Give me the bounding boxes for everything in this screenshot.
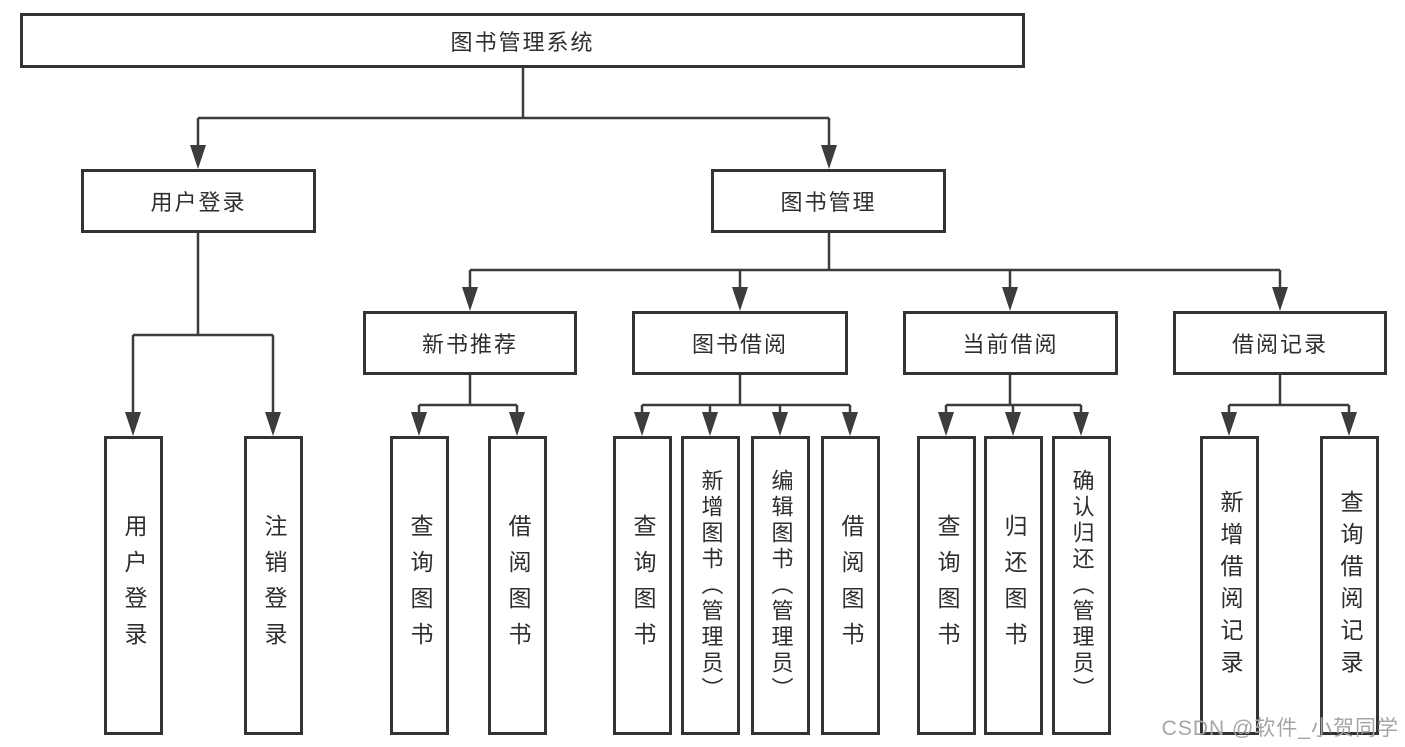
node-new-book-rec-label: 新书推荐 [421, 332, 518, 357]
leaf-confirm-return-admin: 确认归还（管理员） [1052, 436, 1111, 735]
leaf-label: 借阅图书 [505, 513, 531, 658]
node-current-borrow-label: 当前借阅 [962, 332, 1059, 357]
leaf-logout: 注销登录 [244, 436, 303, 735]
leaf-borrow-books-1: 借阅图书 [488, 436, 547, 735]
node-book-borrow: 图书借阅 [632, 311, 848, 375]
leaf-query-books-3: 查询图书 [917, 436, 976, 735]
connector-book-borrow-children [640, 375, 852, 414]
leaf-user-login: 用户登录 [104, 436, 163, 735]
leaf-label: 查询借阅记录 [1337, 489, 1363, 682]
arrow-down-icon [938, 412, 954, 436]
node-user-login: 用户登录 [81, 169, 316, 233]
node-root-label: 图书管理系统 [450, 29, 595, 55]
leaf-label: 编辑图书（管理员） [768, 468, 794, 703]
node-borrow-record-label: 借阅记录 [1231, 332, 1328, 357]
arrow-down-icon [732, 287, 748, 311]
connector-root-to-level2 [196, 68, 831, 147]
leaf-query-borrow-record: 查询借阅记录 [1320, 436, 1379, 735]
leaf-label: 查询图书 [407, 513, 433, 658]
leaf-return-books: 归还图书 [984, 436, 1043, 735]
node-current-borrow: 当前借阅 [903, 311, 1118, 375]
arrow-down-icon [1221, 412, 1237, 436]
node-book-mgmt: 图书管理 [711, 169, 946, 233]
node-book-mgmt-label: 图书管理 [780, 190, 877, 215]
connector-book-mgmt-children [468, 233, 1282, 289]
leaf-borrow-books-2: 借阅图书 [821, 436, 880, 735]
leaf-add-borrow-record: 新增借阅记录 [1200, 436, 1259, 735]
node-user-login-label: 用户登录 [150, 190, 247, 215]
arrow-down-icon [125, 412, 141, 436]
leaf-label: 借阅图书 [838, 513, 864, 658]
leaf-label: 归还图书 [1001, 513, 1027, 658]
leaf-query-books-1: 查询图书 [390, 436, 449, 735]
connector-current-borrow-children [944, 375, 1083, 414]
leaf-label: 确认归还（管理员） [1069, 468, 1095, 703]
arrow-down-icon [411, 412, 427, 436]
arrow-down-icon [772, 412, 788, 436]
arrow-down-icon [842, 412, 858, 436]
arrow-down-icon [1002, 287, 1018, 311]
arrow-down-icon [702, 412, 718, 436]
node-new-book-rec: 新书推荐 [363, 311, 577, 375]
leaf-label: 查询图书 [630, 513, 656, 658]
connector-new-book-children [417, 375, 519, 414]
leaf-query-books-2: 查询图书 [613, 436, 672, 735]
node-root: 图书管理系统 [20, 13, 1025, 68]
arrow-down-icon [821, 145, 837, 169]
arrow-down-icon [1341, 412, 1357, 436]
arrow-down-icon [462, 287, 478, 311]
node-borrow-record: 借阅记录 [1173, 311, 1387, 375]
leaf-add-books-admin: 新增图书（管理员） [681, 436, 740, 735]
arrow-down-icon [1272, 287, 1288, 311]
leaf-label: 新增图书（管理员） [698, 468, 724, 703]
arrow-down-icon [190, 145, 206, 169]
arrow-down-icon [1005, 412, 1021, 436]
node-book-borrow-label: 图书借阅 [691, 332, 788, 357]
arrow-down-icon [1073, 412, 1089, 436]
connector-borrow-record-children [1227, 375, 1351, 414]
leaf-label: 用户登录 [121, 513, 147, 658]
leaf-label: 查询图书 [934, 513, 960, 658]
leaf-edit-books-admin: 编辑图书（管理员） [751, 436, 810, 735]
arrow-down-icon [634, 412, 650, 436]
leaf-label: 新增借阅记录 [1217, 489, 1243, 682]
csdn-watermark: CSDN @软件_小贺同学 [1161, 717, 1399, 740]
leaf-label: 注销登录 [261, 513, 287, 658]
arrow-down-icon [509, 412, 525, 436]
arrow-down-icon [265, 412, 281, 436]
connector-user-login-children [131, 233, 275, 414]
